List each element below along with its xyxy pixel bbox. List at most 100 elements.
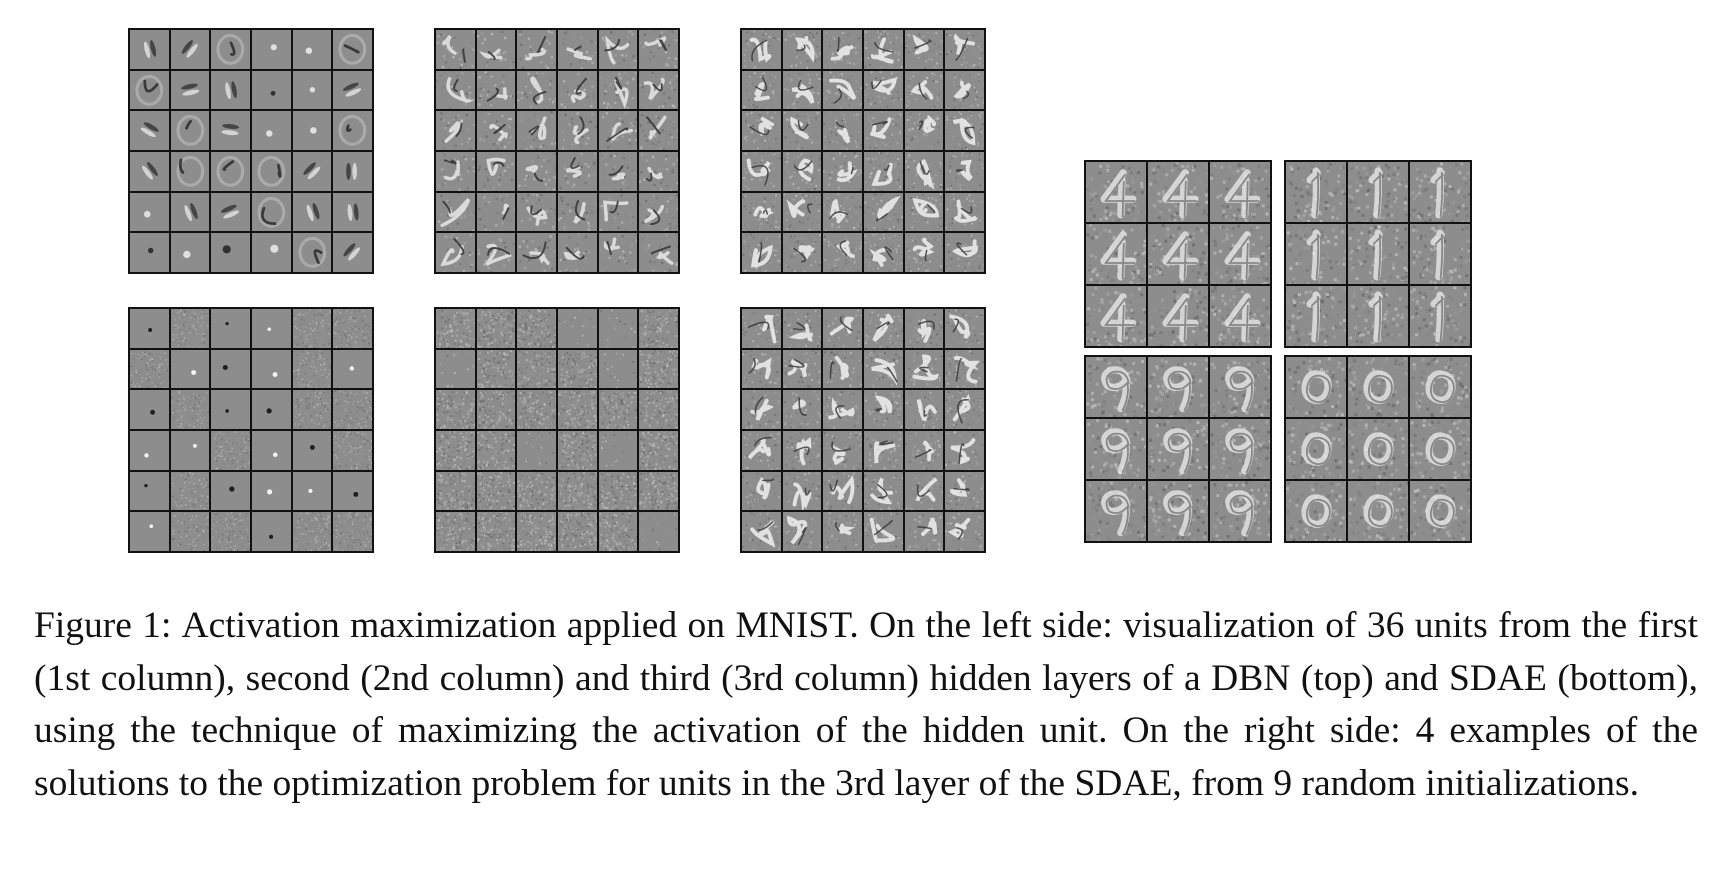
filter-texture [267,327,272,332]
initialization-tile [1410,162,1470,222]
filter-tile [742,512,781,551]
filter-texture [333,390,372,429]
filter-tile [292,471,332,511]
filter-tile [252,70,291,110]
filter-texture [343,243,361,261]
filter-texture [225,409,230,414]
filter-tile [782,30,822,69]
sdae-unit-c-initializations [1084,355,1272,543]
filter-tile [904,471,944,511]
initialization-tile [1286,162,1346,222]
filter-tile [742,431,781,470]
filter-tile [823,390,862,429]
filter-texture [212,431,250,470]
sdae-unit-d-initializations [1284,355,1472,543]
filter-texture [221,124,240,136]
filter-tile [170,390,210,429]
filter-texture [1286,224,1346,284]
filter-texture [908,192,944,232]
filter-tile [823,233,862,272]
filter-tile [864,471,903,511]
filter-texture [639,153,678,191]
filter-texture [558,512,597,551]
filter-tile [782,192,822,232]
filter-tile [864,30,903,69]
filter-texture [560,70,597,110]
filter-tile [252,309,291,348]
initialization-tile [1348,286,1408,346]
filter-texture [783,193,822,231]
filter-texture [170,391,209,429]
filter-texture [742,233,781,272]
filter-tile [639,111,678,150]
filter-tile [130,390,169,429]
filter-tile [864,233,903,272]
filter-tile [904,233,944,272]
filter-texture [1412,225,1470,284]
filter-texture [1410,481,1470,541]
filter-tile [558,30,597,69]
filter-texture [905,152,944,191]
filter-tile [292,30,332,69]
filter-texture [477,235,516,272]
filter-texture [823,512,862,551]
filter-texture [639,30,678,69]
filter-tile [823,30,862,69]
filter-texture [309,127,317,135]
filter-texture [439,233,474,272]
filter-texture [562,30,597,69]
filter-texture [176,115,204,147]
filter-tile [436,431,475,470]
filter-texture [742,152,781,191]
filter-tile [170,431,210,470]
filter-texture [303,162,320,180]
filter-texture [440,112,475,150]
filter-tile [904,111,944,150]
filter-tile [639,390,678,429]
filter-texture [517,349,556,389]
dbn-layer3-filter-grid [740,28,986,274]
filter-tile [639,431,678,470]
filter-texture [519,235,556,272]
filter-texture [639,349,678,389]
filter-texture [439,352,475,389]
filter-tile [742,309,781,348]
filter-texture [599,352,635,389]
filter-texture [558,309,595,347]
filter-texture [904,350,944,389]
initialization-tile [1348,419,1408,479]
filter-tile [476,233,516,272]
filter-tile [639,471,678,511]
filter-tile [170,349,210,389]
filter-texture [517,111,556,150]
filter-tile [170,309,210,348]
filter-tile [904,431,944,470]
filter-texture [147,248,154,254]
filter-tile [476,192,516,232]
filter-tile [436,233,475,272]
filter-texture [269,535,274,540]
filter-texture [558,471,597,511]
filter-texture [784,513,822,551]
filter-texture [783,71,822,110]
filter-texture [1210,162,1270,222]
filter-texture [270,44,277,51]
filter-texture [948,73,984,110]
filter-texture [333,512,372,551]
filter-texture [1348,357,1408,417]
filter-tile [598,70,638,110]
filter-texture [864,473,903,511]
initialization-tile [1210,481,1270,541]
initialization-tile [1286,357,1346,417]
filter-texture [946,111,984,150]
filter-texture [266,408,272,414]
filter-tile [517,111,556,150]
filter-texture [517,512,556,551]
filter-tile [170,111,210,150]
filter-tile [904,30,944,69]
filter-tile [782,152,822,191]
filter-texture [639,71,678,110]
filter-tile [598,471,638,511]
sdae-layer3-filter-grid [740,307,986,553]
filter-tile [864,431,903,470]
